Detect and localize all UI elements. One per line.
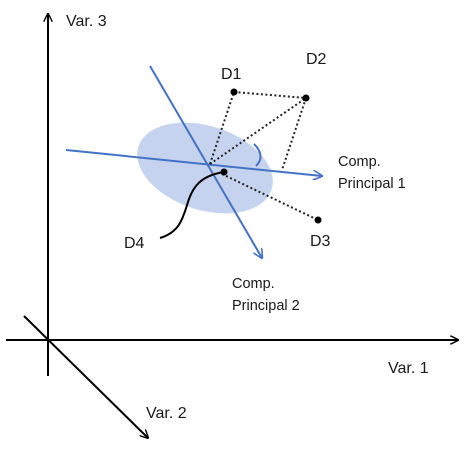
point-d1	[230, 88, 238, 96]
projection-line-d2-pc1	[281, 97, 307, 171]
pc2-label-line2: Principal 2	[232, 298, 300, 314]
point-d1-label: D1	[221, 66, 242, 83]
var2-axis-label: Var. 2	[146, 405, 187, 422]
pc1-label-line2: Principal 1	[338, 176, 406, 192]
principal-component-2-line	[149, 65, 262, 258]
point-d2-label: D2	[306, 51, 327, 68]
projection-lines	[209, 91, 319, 221]
point-d3	[314, 216, 322, 224]
pc2-label-line1: Comp.	[232, 276, 275, 292]
var2-axis	[23, 315, 148, 438]
pc1-label-line1: Comp.	[338, 154, 381, 170]
d4-leader-curve	[159, 171, 225, 239]
var3-axis-label: Var. 3	[66, 13, 107, 30]
var1-axis-label: Var. 1	[388, 360, 429, 377]
data-cloud-ellipse	[137, 122, 273, 214]
point-d4	[220, 168, 228, 176]
point-d2	[302, 94, 310, 102]
projection-line-d1	[209, 91, 235, 165]
projection-angle-arc	[253, 143, 262, 167]
projection-line-d2-d1	[233, 91, 307, 99]
projection-line-d2-origin	[209, 97, 307, 165]
point-d3-label: D3	[310, 233, 331, 250]
point-d4-label: D4	[124, 235, 145, 252]
principal-component-1-line	[65, 149, 322, 176]
